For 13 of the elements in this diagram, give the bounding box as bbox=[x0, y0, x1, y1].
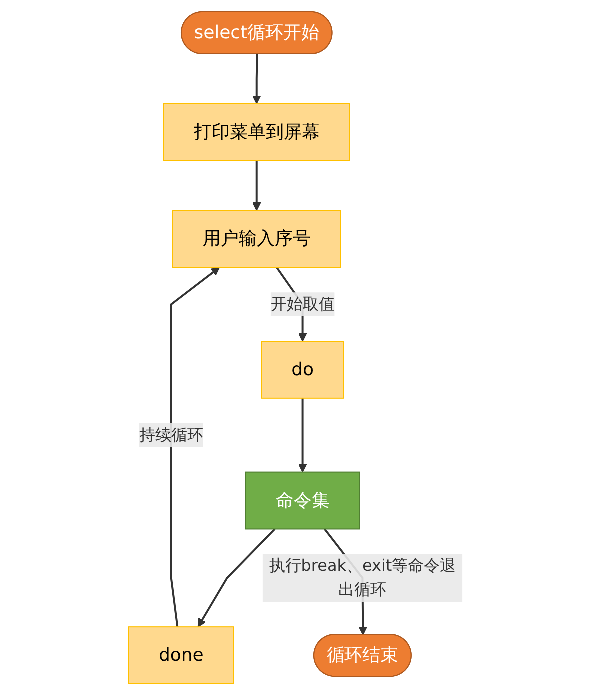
node-box: 用户输入序号 bbox=[172, 210, 342, 268]
edge-label: 执行break、exit等命令退出循环 bbox=[270, 556, 456, 600]
edge-label: 持续循环 bbox=[140, 425, 204, 444]
arrow bbox=[252, 160, 262, 212]
node-box: 命令集 bbox=[246, 472, 360, 530]
node-box: done bbox=[128, 626, 234, 684]
arrow bbox=[198, 528, 276, 628]
edge-label: 开始取值 bbox=[271, 294, 335, 314]
arrow bbox=[252, 54, 262, 104]
arrow bbox=[170, 267, 220, 628]
node-box: 打印菜单到屏幕 bbox=[164, 103, 350, 162]
arrow bbox=[298, 398, 308, 473]
node-box: do bbox=[261, 341, 345, 399]
